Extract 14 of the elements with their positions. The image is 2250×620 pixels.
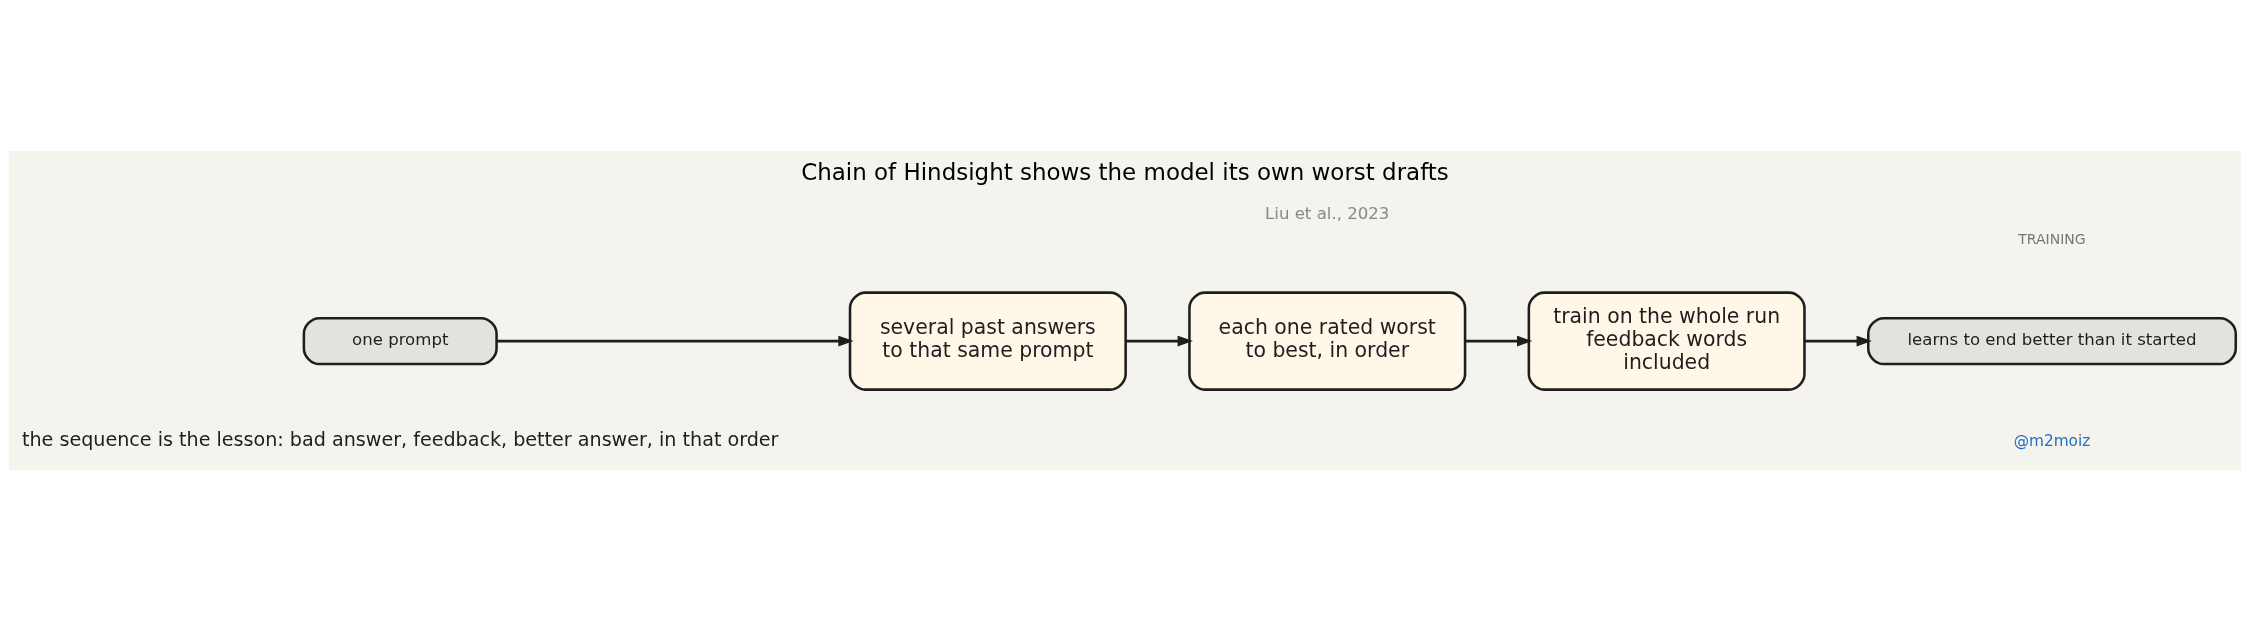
node-box: each one rated worst to best, in order (1188, 290, 1467, 391)
label: Liu et al., 2023 (1265, 203, 1390, 223)
arrow (1126, 335, 1193, 346)
label: the sequence is the lesson: bad answer, feedback, better answer, in that order (21, 427, 779, 451)
arrow (1465, 335, 1533, 346)
node-box: several past answers to that same prompt (848, 290, 1127, 391)
arrow (1804, 335, 1872, 346)
label: TRAINING (2018, 230, 2086, 247)
diagram-title: Chain of Hindsight shows the model its own worst drafts (801, 158, 1449, 185)
node-box: one prompt (302, 316, 498, 365)
label: @m2moiz (2013, 431, 2091, 450)
arrow (496, 335, 854, 346)
node-box: train on the whole run feedback words included (1527, 290, 1806, 391)
node-box: learns to end better than it started (1867, 316, 2238, 365)
